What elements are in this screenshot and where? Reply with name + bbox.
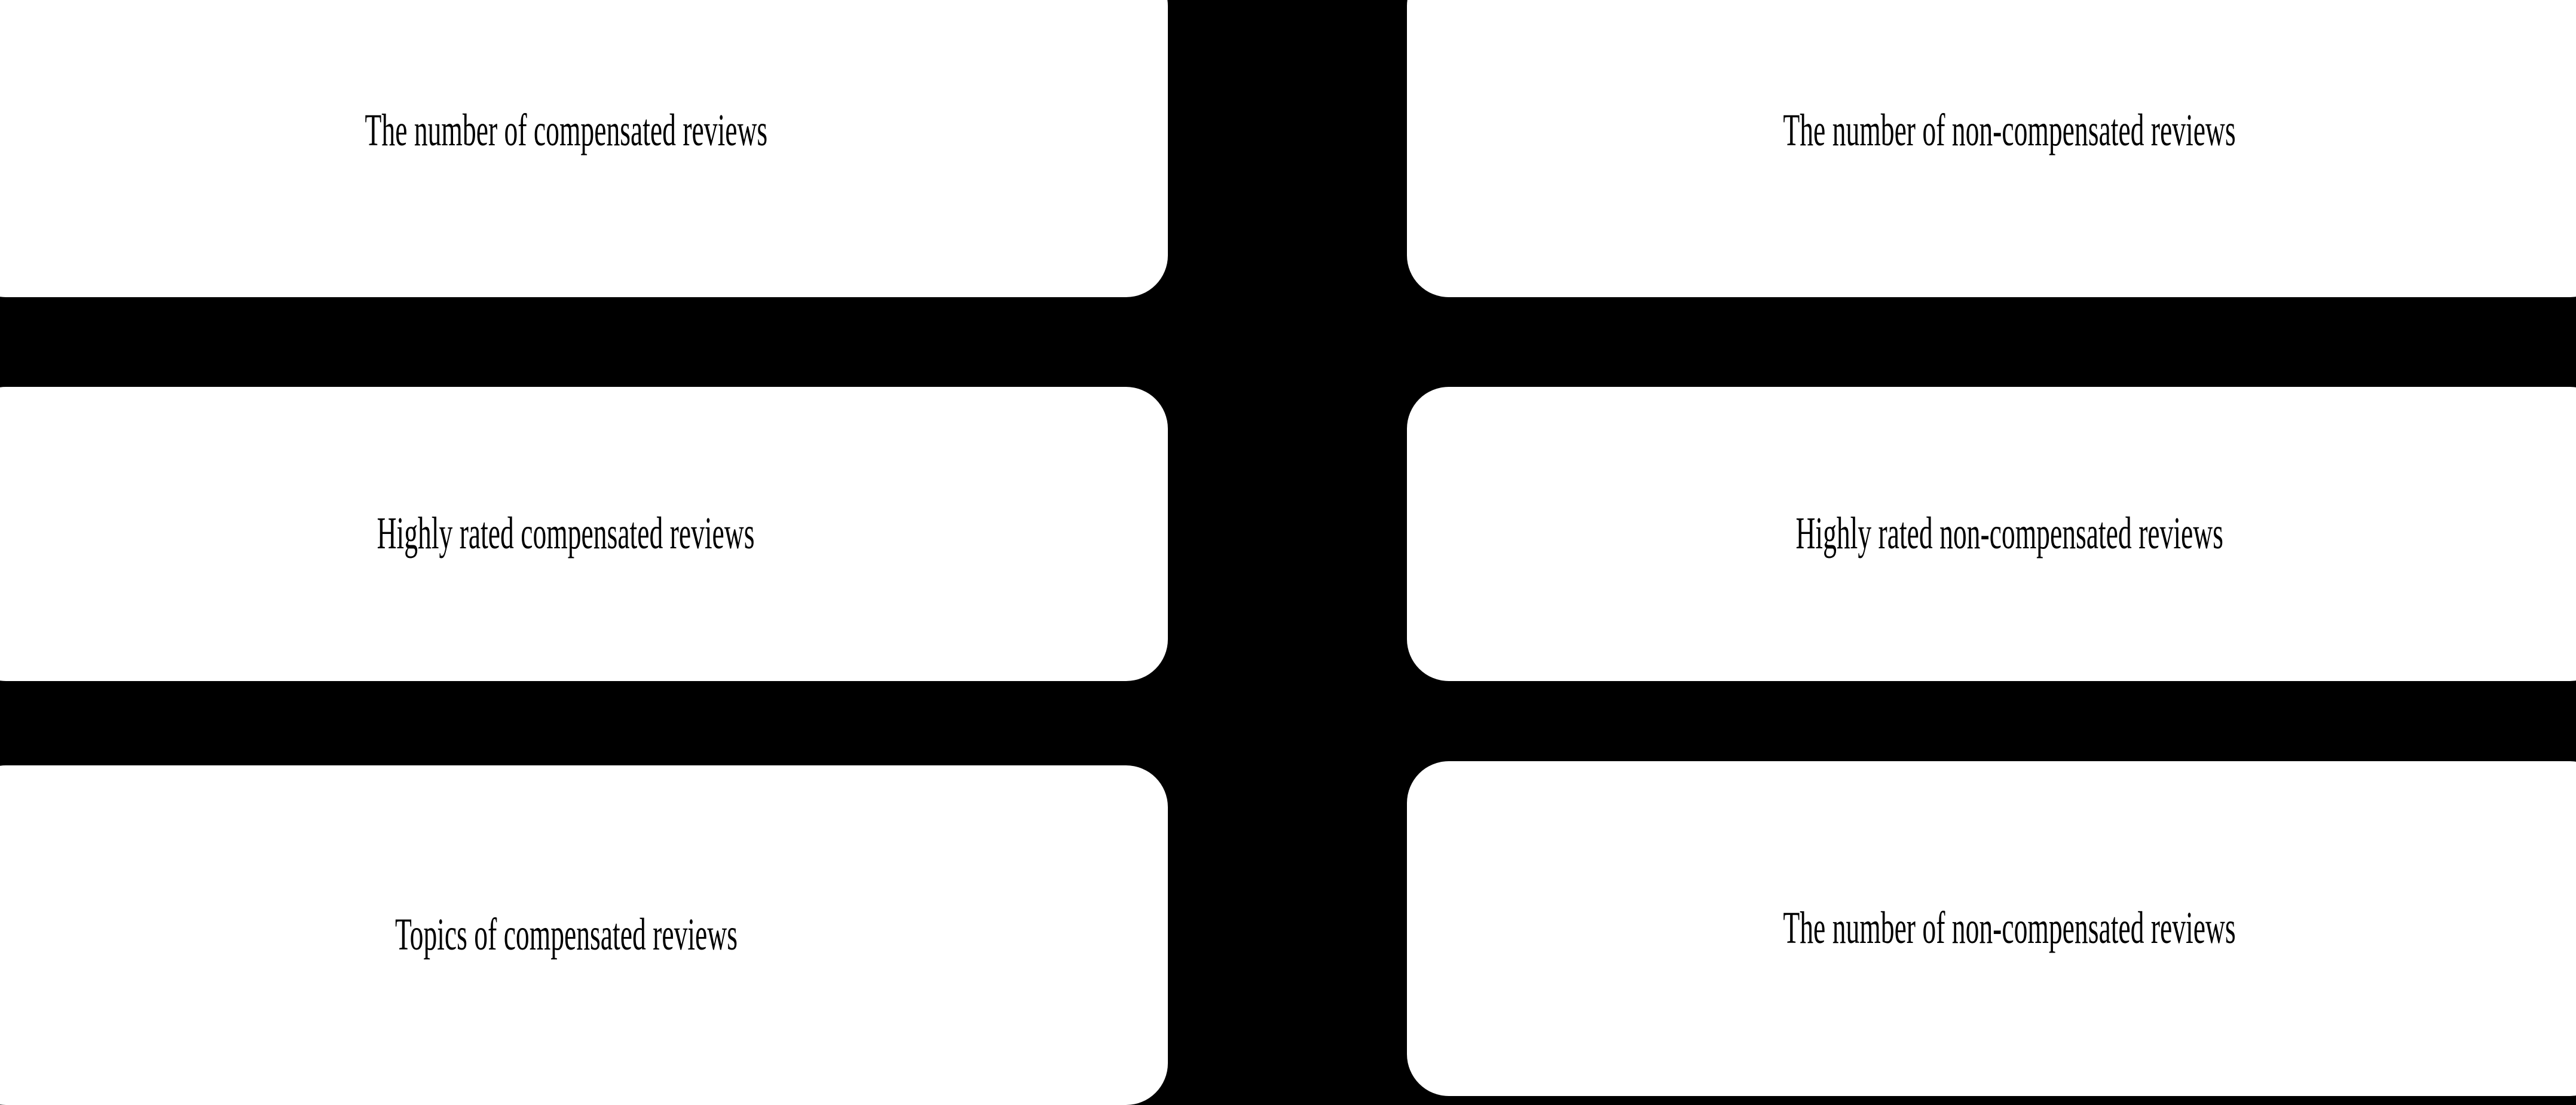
- node-box-number-compensated-reviews[interactable]: The number of compensated reviews: [0, 0, 1168, 297]
- node-box-number-non-compensated-reviews-repeat[interactable]: The number of non-compensated reviews: [1407, 761, 2576, 1096]
- node-label: The number of compensated reviews: [365, 105, 767, 155]
- node-box-highly-rated-non-compensated-reviews[interactable]: Highly rated non-compensated reviews: [1407, 387, 2576, 681]
- node-label: Highly rated compensated reviews: [377, 508, 755, 559]
- node-label: The number of non-compensated reviews: [1783, 903, 2236, 954]
- node-box-highly-rated-compensated-reviews[interactable]: Highly rated compensated reviews: [0, 387, 1168, 681]
- node-label: Highly rated non-compensated reviews: [1795, 508, 2223, 559]
- node-box-number-non-compensated-reviews[interactable]: The number of non-compensated reviews: [1407, 0, 2576, 297]
- node-label: The number of non-compensated reviews: [1783, 105, 2236, 155]
- node-label: Topics of compensated reviews: [394, 909, 738, 960]
- node-box-topics-of-compensated-reviews[interactable]: Topics of compensated reviews: [0, 765, 1168, 1105]
